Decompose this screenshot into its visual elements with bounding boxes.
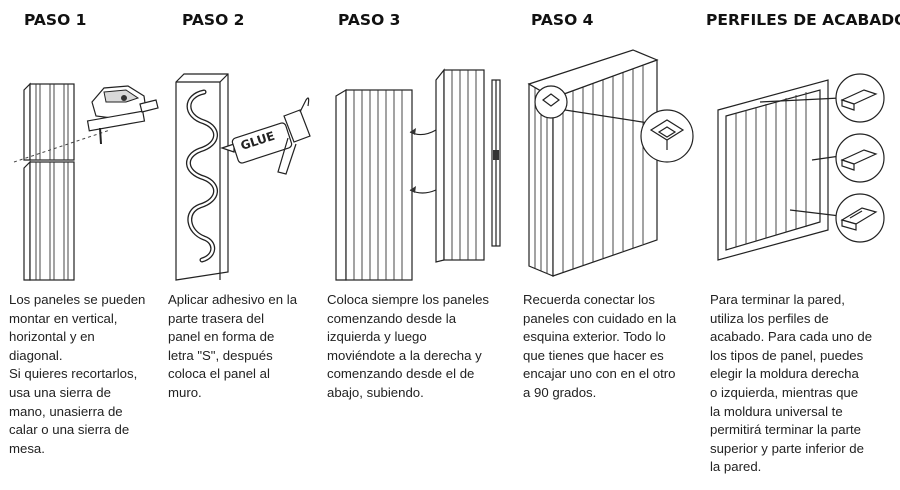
step-4: PASO 4 Recuerda conectar los paneles con… bbox=[515, 0, 705, 490]
step-2-description: Aplicar adhesivo en la parte trasera del… bbox=[168, 292, 298, 400]
step-4-description: Recuerda conectar los paneles con cuidad… bbox=[523, 292, 677, 400]
step-3-title: PASO 3 bbox=[338, 11, 401, 29]
jigsaw-icon bbox=[13, 82, 159, 281]
glue-gun-icon: GLUE bbox=[175, 73, 311, 281]
step-1: PASO 1 Los paneles se pueden montar en v… bbox=[0, 0, 170, 490]
finishing-title: PERFILES DE ACABADO bbox=[706, 11, 900, 29]
step-2: PASO 2 GLUE Aplicar adhesivo en la parte… bbox=[160, 0, 320, 490]
step-1-description: Los paneles se pueden montar en vertical… bbox=[9, 292, 146, 456]
step-3: PASO 3 Coloca siempre los paneles comenz… bbox=[318, 0, 518, 490]
finishing-description: Para terminar la pared, utiliza los perf… bbox=[710, 292, 873, 475]
step-finishing-profiles: PERFILES DE ACABADO Para terminar la par… bbox=[700, 0, 900, 490]
step-3-description: Coloca siempre los paneles comenzando de… bbox=[327, 292, 489, 400]
panel-assembly-icon bbox=[335, 68, 501, 281]
finishing-profile-icon bbox=[717, 73, 885, 261]
step-1-title: PASO 1 bbox=[24, 11, 87, 29]
step-2-title: PASO 2 bbox=[182, 11, 245, 29]
step-4-title: PASO 4 bbox=[531, 11, 594, 29]
corner-joint-icon bbox=[527, 49, 694, 277]
